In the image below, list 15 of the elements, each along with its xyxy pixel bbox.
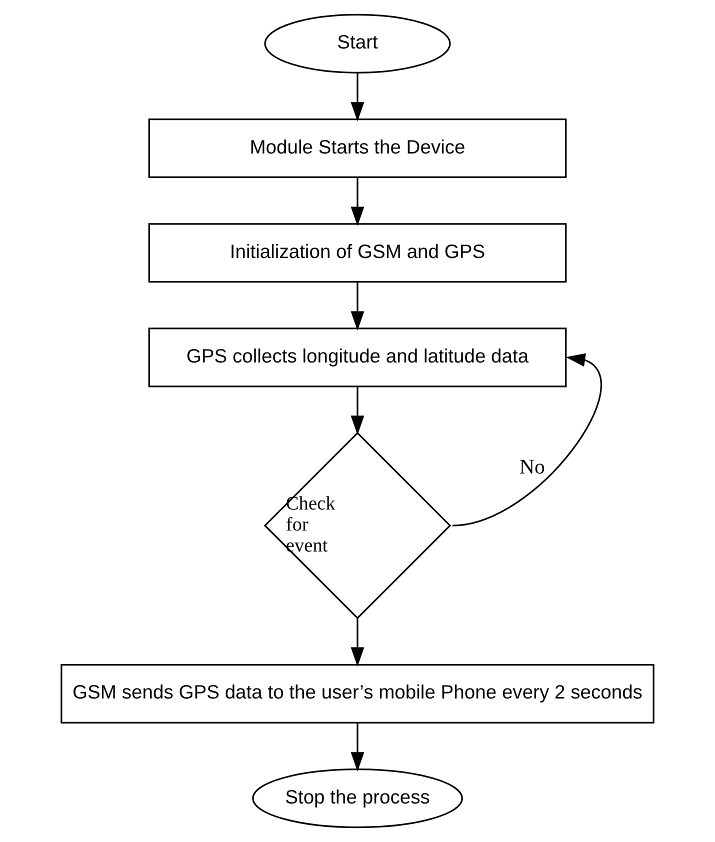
arrow [350,618,364,667]
arrow [350,73,364,122]
node-ellipse: Stop the process [252,768,463,828]
node-box: Initialization of GSM and GPS [148,223,567,283]
node-ellipse: Start [264,14,451,74]
node-box: Module Starts the Device [148,118,567,178]
edge-label: No [519,454,545,479]
arrow [350,282,364,331]
node-box: GSM sends GPS data to the user’s mobile Phone every 2 seconds [60,664,654,724]
node-box: GPS collects longitude and latitude data [148,328,567,388]
arrow [350,723,364,772]
node-diamond: Check for event [264,432,452,620]
arrow [350,387,364,435]
arrow [350,178,364,226]
arrow [452,353,602,526]
